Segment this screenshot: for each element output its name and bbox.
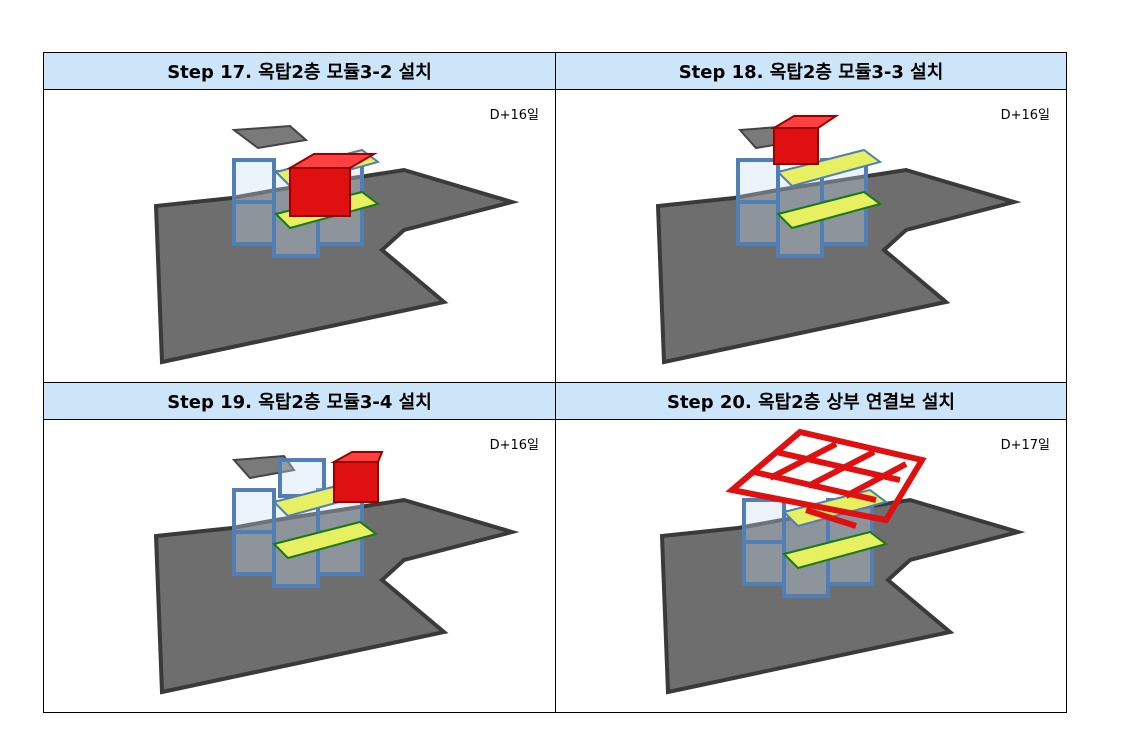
model-illustration [153, 451, 520, 695]
model-illustration [153, 124, 520, 365]
model-illustration [659, 428, 1026, 695]
panel-title: Step 20. 옥탑2층 상부 연결보 설치 [556, 383, 1066, 420]
panel-body: D+16일 [44, 420, 555, 712]
panel-title: Step 18. 옥탑2층 모듈3-3 설치 [556, 53, 1066, 90]
panel-step-20: Step 20. 옥탑2층 상부 연결보 설치 D+17일 [556, 383, 1066, 712]
panel-title: Step 19. 옥탑2층 모듈3-4 설치 [44, 383, 555, 420]
day-label: D+16일 [489, 438, 539, 453]
steps-table: Step 17. 옥탑2층 모듈3-2 설치 D+16일 [43, 52, 1067, 713]
day-label: D+16일 [489, 108, 539, 123]
model-illustration [655, 115, 1022, 365]
day-label: D+17일 [1000, 438, 1050, 453]
panel-step-19: Step 19. 옥탑2층 모듈3-4 설치 D+16일 [44, 383, 555, 712]
day-label: D+16일 [1000, 108, 1050, 123]
panel-body: D+16일 [556, 90, 1066, 382]
panel-body: D+17일 [556, 420, 1066, 712]
panel-body: D+16일 [44, 90, 555, 382]
panel-title: Step 17. 옥탑2층 모듈3-2 설치 [44, 53, 555, 90]
row-divider [44, 382, 1066, 383]
panel-step-17: Step 17. 옥탑2층 모듈3-2 설치 D+16일 [44, 53, 555, 382]
panel-step-18: Step 18. 옥탑2층 모듈3-3 설치 D+16일 [556, 53, 1066, 382]
